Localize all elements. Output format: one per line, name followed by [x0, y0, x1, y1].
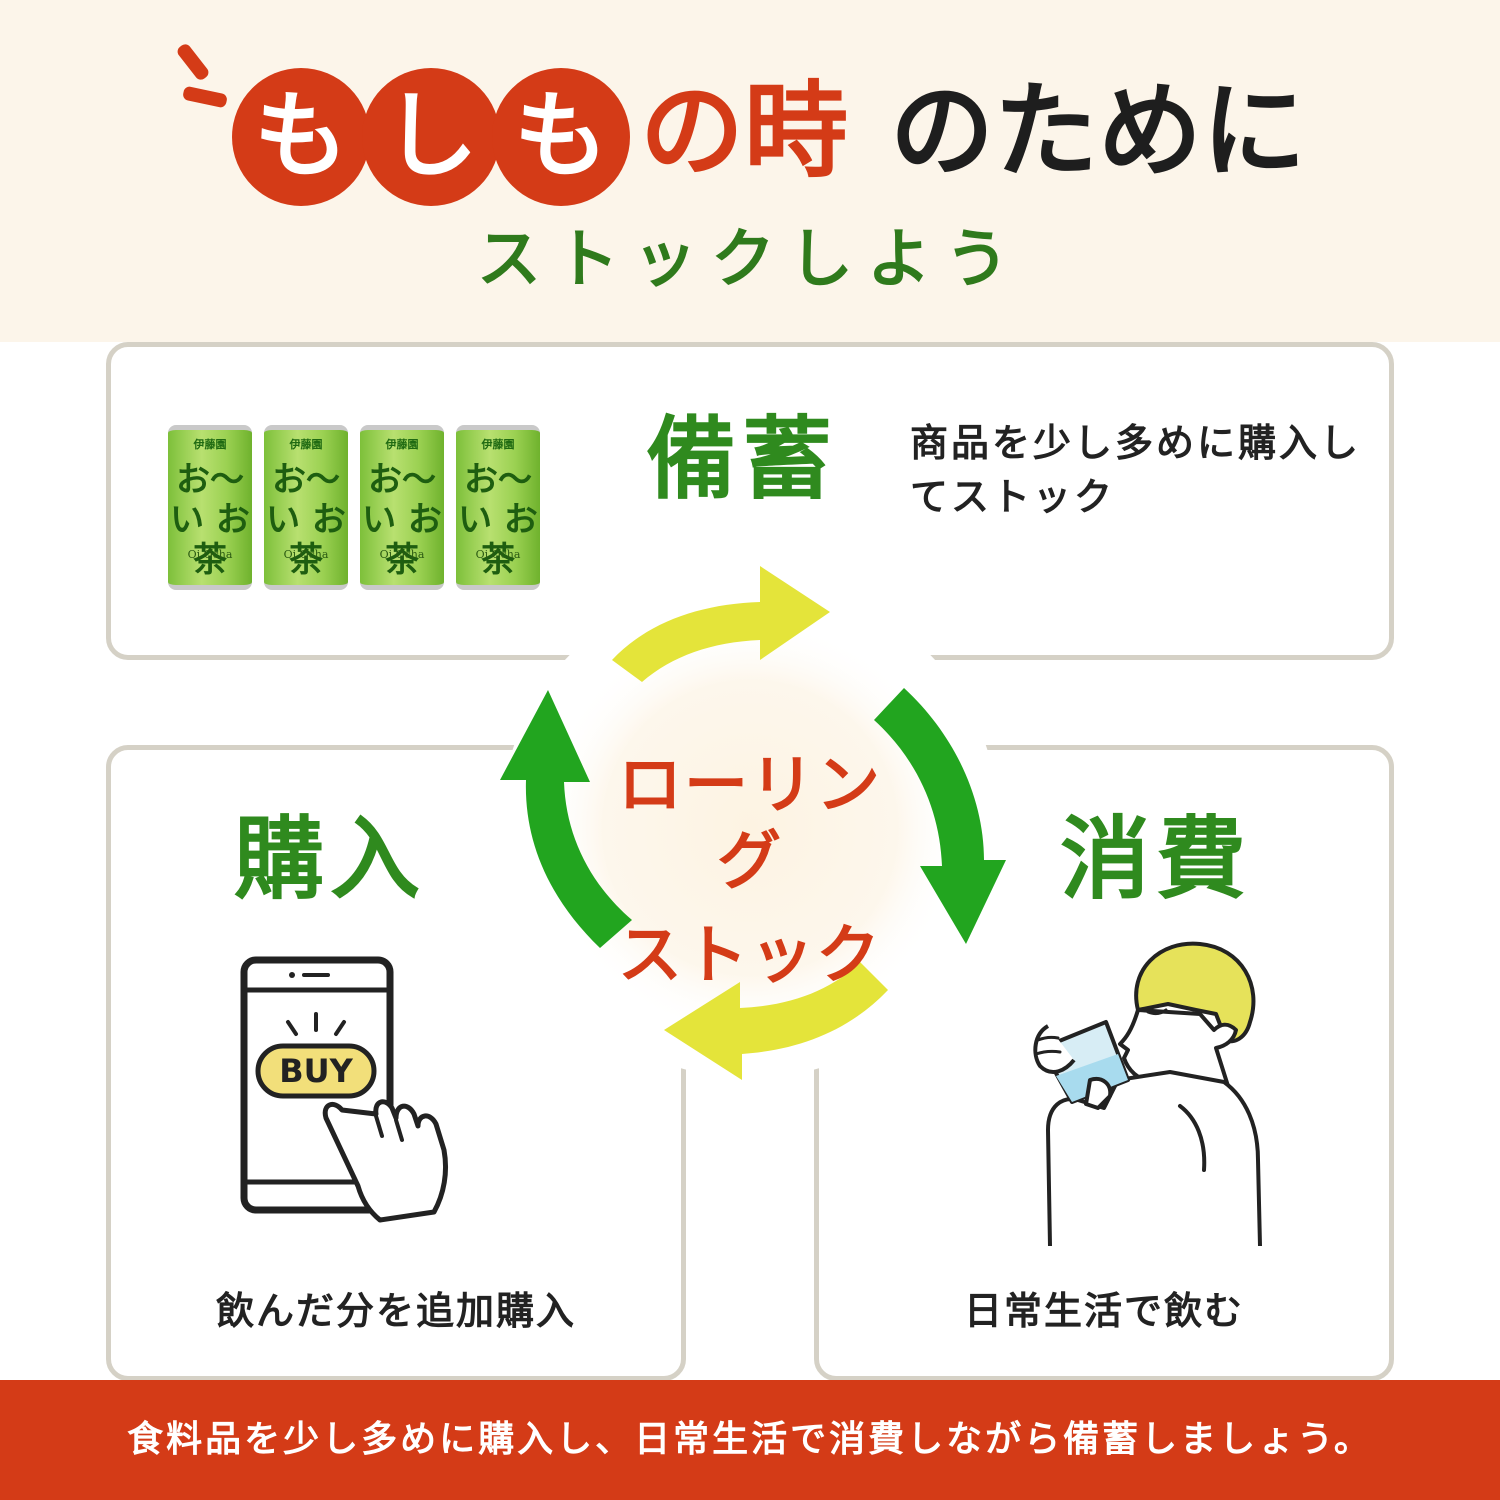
consume-caption: 日常生活で飲む [963, 1289, 1244, 1333]
buy-badge-label: BUY [279, 1052, 353, 1090]
tea-can: 伊藤園 お〜い お茶 Oi Ocha [360, 425, 444, 590]
can-brand: 伊藤園 [289, 438, 323, 451]
smartphone-buy-icon [240, 956, 449, 1223]
purchase-label: 購入 [234, 807, 426, 912]
can-brand: 伊藤園 [385, 438, 419, 451]
tea-can: 伊藤園 お〜い お茶 Oi Ocha [168, 425, 252, 590]
cycle-arrow-bottom [664, 962, 888, 1080]
consume-label: 消費 [1060, 807, 1252, 912]
cycle-arrow-top [612, 566, 830, 682]
stock-label: 備蓄 [646, 407, 838, 512]
cycle-arrow-right [874, 688, 1006, 944]
stock-description: 商品を少し多めに購入してストック [910, 421, 1362, 519]
rolling-stock-line2: ストック [618, 919, 882, 993]
tea-can: 伊藤園 お〜い お茶 Oi Ocha [264, 425, 348, 590]
title-circle-char: し [362, 68, 500, 206]
can-logo: お〜い お茶 [362, 460, 442, 580]
title-black: のために [890, 70, 1307, 192]
header-banner: も し も の時 のために ストックしよう [0, 0, 1500, 342]
subtitle: ストックしよう [477, 223, 1023, 297]
drinking-person-icon [1033, 941, 1262, 1247]
can-brand: 伊藤園 [193, 438, 227, 451]
can-logo: お〜い お茶 [170, 460, 250, 580]
can-name: Oi Ocha [475, 548, 521, 561]
purchase-caption: 飲んだ分を追加購入 [215, 1289, 576, 1333]
can-name: Oi Ocha [379, 548, 425, 561]
title-circle-char: も [492, 68, 630, 206]
rolling-stock-line1: ローリング [618, 749, 882, 899]
can-name: Oi Ocha [283, 548, 329, 561]
tea-can: 伊藤園 お〜い お茶 Oi Ocha [456, 425, 540, 590]
cycle-arrow-left [500, 690, 632, 948]
can-logo: お〜い お茶 [266, 460, 346, 580]
can-brand: 伊藤園 [481, 438, 515, 451]
footer-banner: 食料品を少し多めに購入し、日常生活で消費しながら備蓄しましょう。 [0, 1380, 1500, 1500]
title-red: の時 [640, 70, 849, 192]
rolling-stock-title: ローリング ストック [590, 748, 910, 994]
footer-text: 食料品を少し多めに購入し、日常生活で消費しながら備蓄しましょう。 [127, 1419, 1373, 1460]
can-name: Oi Ocha [187, 548, 233, 561]
title-circle-char: も [232, 68, 370, 206]
can-logo: お〜い お茶 [458, 460, 538, 580]
